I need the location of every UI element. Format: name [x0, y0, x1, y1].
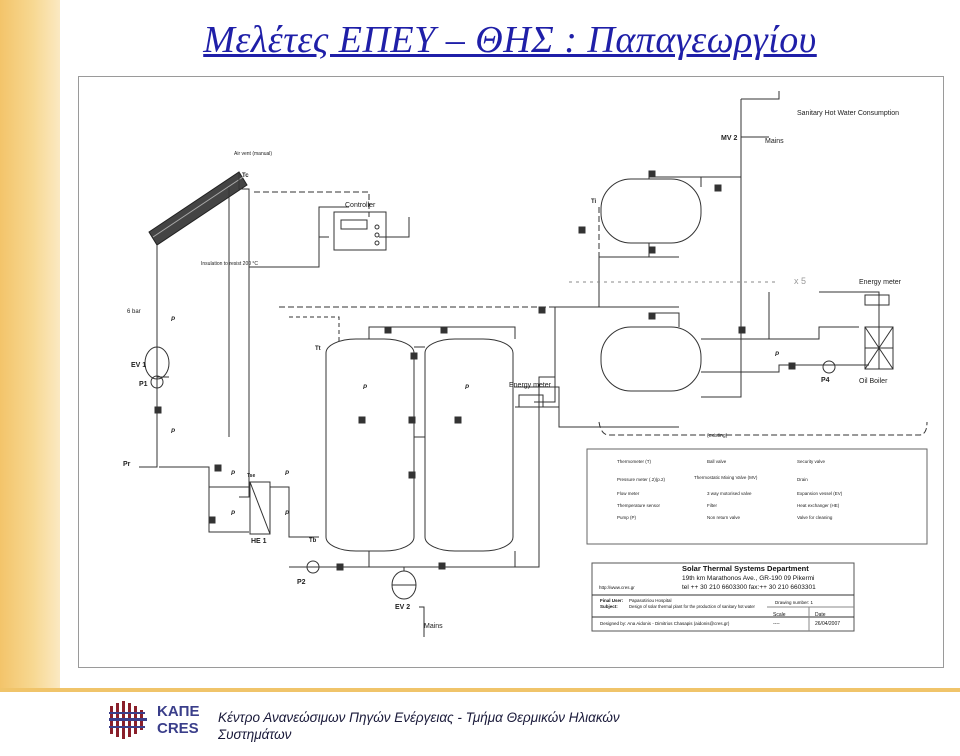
label-controller: Controller	[345, 202, 376, 209]
titleblock-subject: Design of solar thermal plant for the pr…	[629, 604, 756, 609]
titleblock-subject-label: Subject:	[600, 604, 618, 609]
legend-flow-meter: Flow meter	[617, 491, 640, 496]
solar-tank-1	[325, 338, 415, 552]
heat-exchanger-he1	[249, 481, 271, 535]
titleblock-addr2: tel ++ 30 210 6603300 fax:++ 30 210 6603…	[682, 584, 816, 591]
label-mains-bottom: Mains	[424, 623, 443, 630]
page-title: Μελέτες ΕΠΕΥ – ΘΗΣ : Παπαγεωργίου	[203, 19, 817, 61]
label-p1: P1	[139, 381, 148, 388]
solar-tank-2	[424, 338, 514, 552]
label-tb: Tb	[309, 538, 317, 544]
label-mv2: MV 2	[721, 135, 737, 142]
logo-text-cres: CRES	[157, 720, 199, 737]
label-x5: x 5	[794, 276, 806, 286]
label-pressure-2: P	[171, 429, 176, 435]
label-pressure-4: P	[465, 385, 470, 391]
legend-3way-valve: 3 way motorised valve	[707, 491, 752, 496]
label-insulation: Insulation to resist 200 °C	[201, 261, 258, 267]
label-6bar: 6 bar	[127, 309, 141, 315]
logo-text-kape: ΚΑΠΕ	[157, 703, 200, 720]
legend-pressure-meter: Pressure meter (.2)(p.2)	[617, 477, 666, 482]
expansion-vessel-ev1	[144, 346, 170, 380]
titleblock-drawing-number: Drawing number: 1	[775, 600, 814, 605]
titleblock-url: http://www.cres.gr	[599, 585, 635, 590]
energy-meter-mid	[518, 394, 544, 408]
titleblock-designed-by: Designed by: Ana Aidonis - Dimitrios Cha…	[600, 621, 730, 626]
solar-collector	[148, 171, 248, 246]
left-accent-bar	[0, 0, 60, 688]
legend-temp-sensor: Themperature sensor	[617, 503, 661, 508]
legend-security-valve: Security valve	[797, 459, 826, 464]
legend: Thermometer (T) Ball valve Security valv…	[617, 459, 843, 520]
titleblock-scale: ----	[773, 621, 780, 627]
titleblock-final-user-label: Final User:	[600, 598, 624, 603]
label-ev1: EV 1	[131, 362, 146, 369]
titleblock-dept: Solar Thermal Systems Department	[682, 564, 809, 573]
label-energy-meter-mid: Energy meter	[509, 382, 552, 389]
legend-thermometer: Thermometer (T)	[617, 459, 652, 464]
legend-non-return-valve: Non return valve	[707, 515, 741, 520]
legend-expansion-vessel: Expansion vessel (EV)	[797, 491, 843, 496]
label-pr: Pr	[123, 461, 131, 468]
titleblock-date: 26/04/2007	[815, 621, 840, 627]
pump-p1	[150, 375, 164, 389]
label-mains-top: Mains	[765, 138, 784, 145]
energy-meter-right	[864, 294, 890, 306]
label-energy-meter-right: Energy meter	[859, 279, 902, 286]
label-pressure-1: P	[171, 317, 176, 323]
label-pressure-6: P	[285, 471, 290, 477]
label-pressure-5: P	[231, 471, 236, 477]
footer-line-2: Συστημάτων	[218, 727, 292, 742]
footer	[0, 688, 960, 756]
schematic-sheet: Sanitary Hot Water Consumption MV 2 Main…	[78, 76, 944, 668]
label-tc: Tc	[242, 173, 249, 179]
label-pressure-8: P	[285, 511, 290, 517]
label-air-vent: Air vent (manual)	[234, 151, 272, 157]
label-sanitary: Sanitary Hot Water Consumption	[797, 110, 899, 117]
legend-ball-valve: Ball valve	[707, 459, 727, 464]
label-p4: P4	[821, 377, 830, 384]
label-pressure-3: P	[363, 385, 368, 391]
label-tt: Tt	[315, 346, 321, 352]
label-ti: Ti	[591, 199, 597, 205]
label-tse: Tse	[247, 473, 255, 479]
footer-text: Κέντρο Ανανεώσιμων Πηγών Ενέργειας - Τμή…	[218, 709, 658, 743]
titleblock-final-user: Papasotiriou Hospital	[629, 598, 672, 603]
pump-p4	[822, 360, 836, 374]
legend-filter: Filter	[707, 503, 718, 508]
legend-pump: Pump (P)	[617, 515, 637, 520]
title-block	[591, 562, 855, 632]
label-existing: (existing)	[707, 433, 728, 439]
legend-heat-exchanger: Heat exchanger (HE)	[797, 503, 840, 508]
legend-box	[586, 448, 928, 545]
legend-valve-cleaning: Valve for cleaning	[797, 515, 833, 520]
footer-line-1: Κέντρο Ανανεώσιμων Πηγών Ενέργειας - Τμή…	[218, 710, 620, 725]
label-pressure-7: P	[231, 511, 236, 517]
legend-drain: Drain	[797, 477, 808, 482]
label-pressure-9: P	[775, 352, 780, 358]
titleblock-date-label: Date	[815, 612, 826, 618]
controller-box	[333, 211, 387, 251]
pump-p2	[306, 560, 320, 574]
titleblock-scale-label: Scale	[773, 612, 786, 618]
cres-logo	[109, 701, 147, 739]
titleblock-addr1: 19th km Marathonos Ave., GR-190 09 Piker…	[682, 575, 814, 582]
label-oil-boiler: Oil Boiler	[859, 378, 888, 385]
label-he1: HE 1	[251, 538, 267, 545]
legend-mixing-valve: Thermostatic Mixing Valve (MV)	[694, 475, 758, 480]
footer-band	[0, 688, 960, 692]
storage-tank-top	[600, 178, 702, 244]
solar-thermal-schematic: Sanitary Hot Water Consumption MV 2 Main…	[123, 91, 928, 637]
label-p2: P2	[297, 579, 306, 586]
storage-tank-existing	[600, 326, 702, 392]
label-ev2: EV 2	[395, 604, 410, 611]
